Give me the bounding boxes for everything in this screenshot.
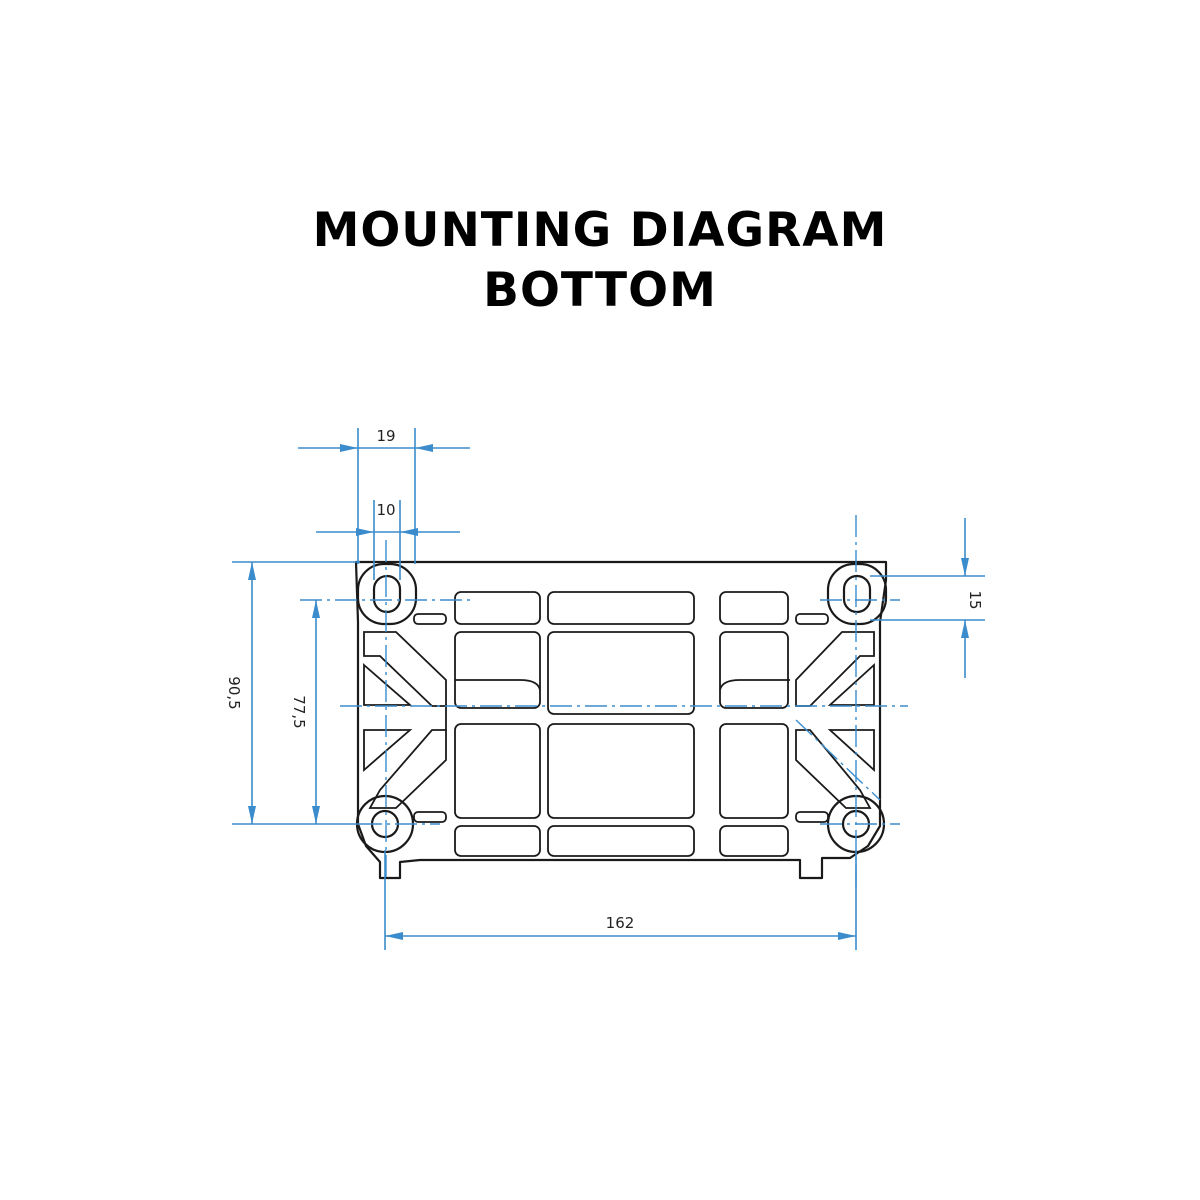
slot-top-right-outer [826,562,888,626]
dim-label-162: 162 [606,914,635,932]
dim-19: 19 [298,427,470,564]
dim-162: 162 [384,850,857,950]
left-gussets [363,613,447,823]
dim-label-90-5: 90,5 [225,676,243,709]
slot-top-left-outer [356,562,418,626]
dim-10: 10 [316,500,460,580]
rib-pockets [454,591,789,857]
dim-77-5: 77,5 [290,600,320,824]
dim-15: 15 [870,518,985,678]
slot-top-left-inner [372,574,402,614]
title-line-2: BOTTOM [483,263,717,318]
center-lines [300,515,908,890]
slot-top-right-inner [842,574,872,614]
dim-label-10: 10 [376,501,395,519]
dim-label-77-5: 77,5 [290,695,308,728]
dim-90-5: 90,5 [225,561,360,825]
mounting-plate [354,560,888,880]
title-line-1: MOUNTING DIAGRAM [312,203,888,258]
plate-outline [354,560,888,880]
dim-label-15: 15 [966,590,984,609]
right-gussets [455,613,875,823]
dim-label-19: 19 [376,427,395,445]
